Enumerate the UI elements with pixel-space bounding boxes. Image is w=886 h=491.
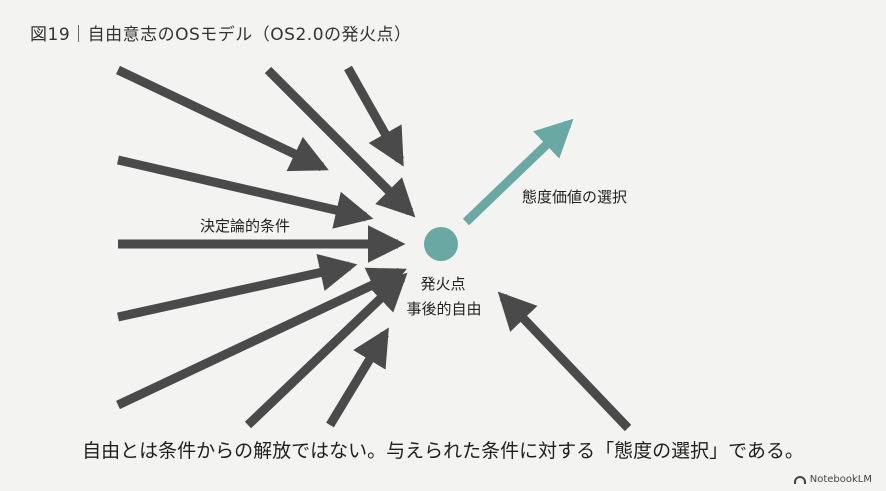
condition-arrow (264, 66, 416, 218)
notebooklm-logo-icon (793, 475, 806, 484)
condition-arrow (116, 65, 329, 172)
label-determinism: 決定論的条件 (200, 217, 290, 235)
condition-arrow (497, 291, 632, 432)
condition-arrow (117, 254, 358, 322)
incoming-arrows (116, 65, 632, 432)
label-ignition-point: 発火点 (420, 275, 465, 293)
condition-arrow (326, 327, 389, 428)
condition-arrow (116, 267, 407, 410)
choice-arrow (462, 118, 574, 226)
caption: 自由とは条件からの解放ではない。与えられた条件に対する「態度の選択」である。 (82, 440, 804, 462)
brand-name: NotebookLM (809, 474, 872, 485)
label-attitude-choice: 態度価値の選択 (522, 188, 627, 206)
slide-title: 図19｜自由意志のOSモデル（OS2.0の発火点） (30, 25, 412, 45)
condition-arrow (344, 65, 404, 167)
condition-arrow (244, 272, 408, 429)
condition-arrow (116, 155, 374, 229)
brand: NotebookLM (793, 474, 872, 485)
label-posterior-freedom: 事後的自由 (406, 300, 481, 318)
ignition-point (424, 227, 458, 261)
